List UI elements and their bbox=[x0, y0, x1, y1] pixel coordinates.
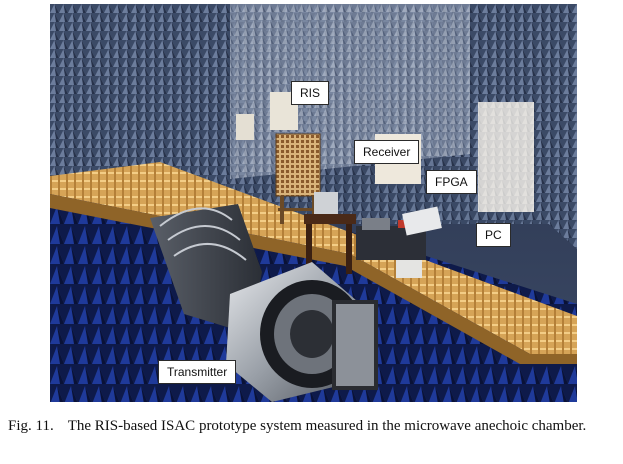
label-transmitter: Transmitter bbox=[158, 360, 237, 384]
caption-text: The RIS-based ISAC prototype system meas… bbox=[67, 418, 587, 434]
figure-caption: Fig. 11. The RIS-based ISAC prototype sys… bbox=[8, 417, 613, 436]
chamber-photo: RIS Receiver FPGA PC Transmitter bbox=[50, 4, 577, 402]
caption-label: Fig. 11. bbox=[8, 418, 54, 434]
label-pc: PC bbox=[476, 223, 511, 247]
label-ris: RIS bbox=[291, 81, 330, 105]
label-fpga: FPGA bbox=[426, 170, 477, 194]
label-receiver: Receiver bbox=[354, 140, 420, 164]
